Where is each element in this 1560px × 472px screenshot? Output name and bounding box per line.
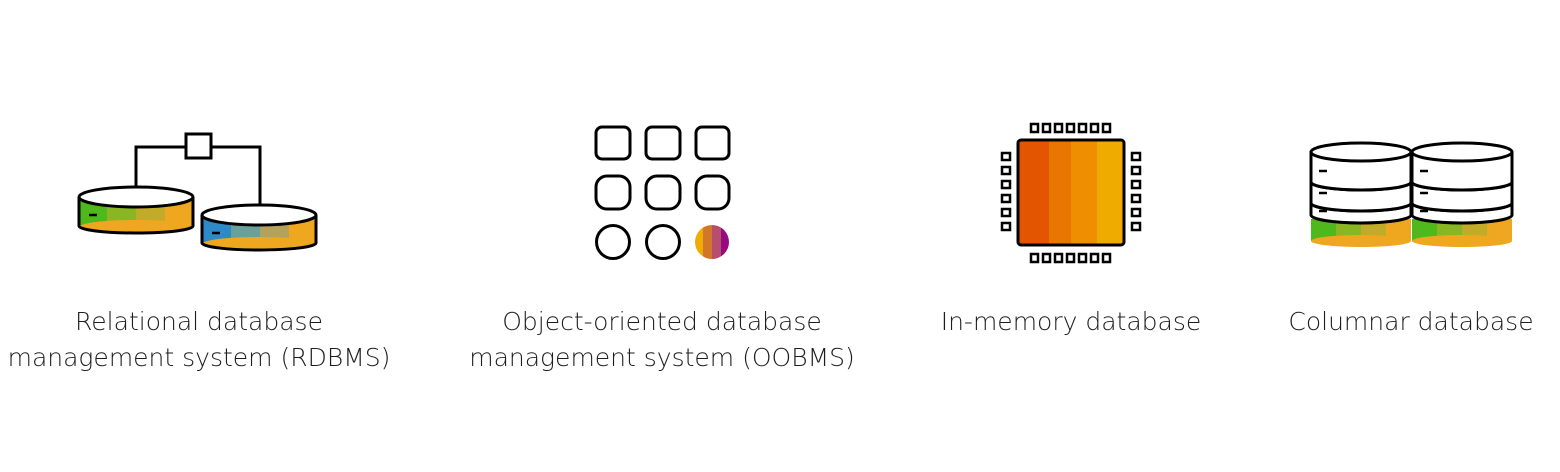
in-memory-caption: In-memory database	[930, 304, 1212, 340]
colored-object	[695, 225, 729, 259]
database-stack-a	[1309, 141, 1413, 247]
columnar-caption: Columnar database	[1270, 304, 1552, 340]
database-disk-1	[77, 185, 195, 235]
caption-line: In-memory database	[940, 307, 1202, 336]
oobms-caption: Object-oriented database management syst…	[460, 304, 864, 376]
tile-columnar: Columnar database	[1270, 0, 1552, 472]
caption-line: management system (OOBMS)	[469, 343, 855, 372]
database-stack-b	[1410, 141, 1514, 247]
relational-database-icon	[77, 132, 318, 252]
tile-rdbms: Relational database management system (R…	[0, 0, 398, 472]
columnar-database-icon	[1309, 141, 1514, 247]
in-memory-database-chip-icon	[1000, 122, 1142, 264]
tile-in-memory: In-memory database	[930, 0, 1212, 472]
caption-line: Columnar database	[1288, 307, 1534, 336]
object-oriented-database-icon	[594, 125, 731, 260]
database-disk-2	[200, 203, 318, 252]
caption-line: Relational database	[75, 307, 323, 336]
caption-line: management system (RDBMS)	[7, 343, 391, 372]
rdbms-caption: Relational database management system (R…	[0, 304, 398, 376]
caption-line: Object-oriented database	[502, 307, 822, 336]
tile-oobms: Object-oriented database management syst…	[460, 0, 864, 472]
